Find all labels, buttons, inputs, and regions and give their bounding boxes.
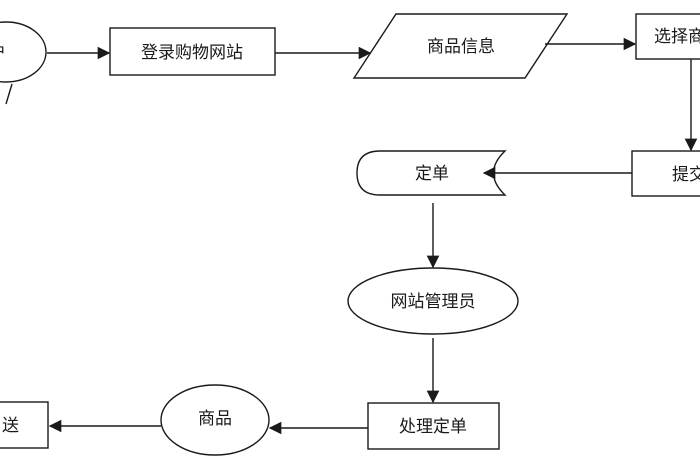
node-process-order-label: 处理定单	[399, 417, 467, 437]
node-submit-label: 提交	[672, 165, 700, 185]
node-delivery-label: 送	[2, 416, 19, 436]
node-process-order: 处理定单	[367, 402, 500, 450]
node-delivery: 送	[0, 401, 49, 449]
node-order: 定单	[356, 150, 507, 196]
node-select-product: 选择商	[635, 13, 700, 60]
node-goods-label: 商品	[198, 409, 232, 429]
user-tick	[5, 83, 13, 105]
node-admin-label: 网站管理员	[391, 292, 476, 312]
node-goods: 商品	[160, 384, 270, 456]
node-select-product-label: 选择商	[654, 27, 700, 47]
node-order-label: 定单	[415, 164, 449, 184]
node-product-info: 商品信息	[352, 13, 569, 79]
node-user-label: 户	[0, 43, 6, 63]
node-login-label: 登录购物网站	[141, 43, 243, 63]
node-admin: 网站管理员	[347, 267, 519, 335]
node-submit: 提交	[631, 150, 700, 197]
node-user: 户	[0, 21, 47, 83]
node-product-info-label: 商品信息	[427, 37, 495, 57]
node-login: 登录购物网站	[109, 27, 276, 76]
